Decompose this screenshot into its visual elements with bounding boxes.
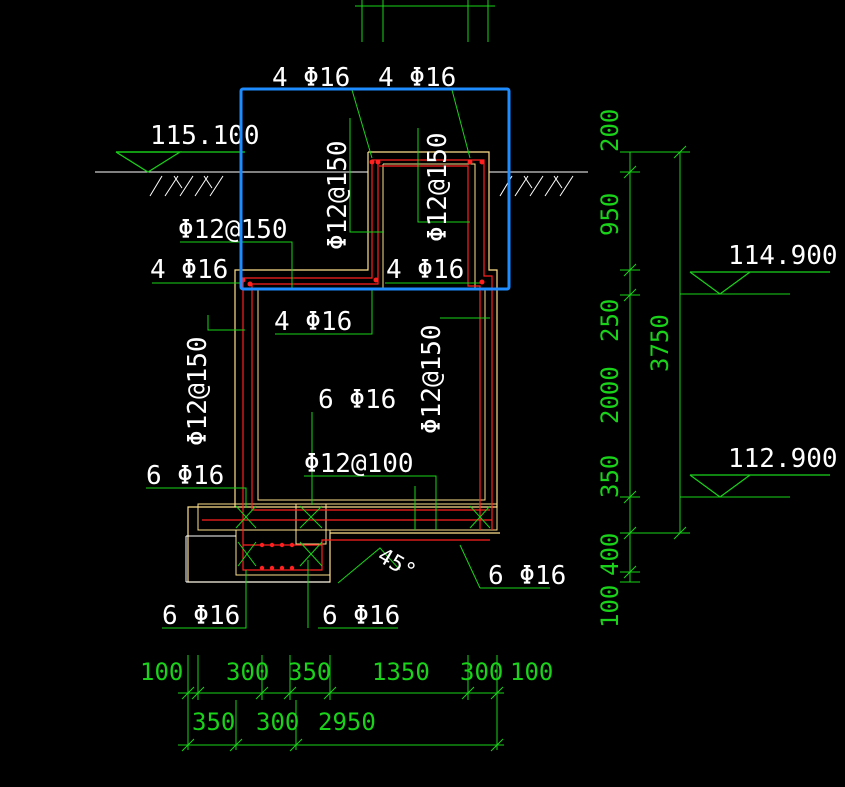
label-bottom-distribution: Φ12@100 — [304, 449, 414, 479]
label-outer-right-distribution: Φ12@150 — [417, 324, 447, 434]
elevation-mid-label: 114.900 — [728, 241, 838, 271]
rebar-node — [237, 541, 257, 567]
dim-right-4: 350 — [596, 455, 624, 498]
dim-bottom1-4: 300 — [460, 658, 503, 686]
dim-right-total: 3750 — [646, 314, 674, 372]
label-bottom-left-6phi16: 6 Φ16 — [146, 461, 224, 491]
dim-right-1: 950 — [596, 193, 624, 236]
rebar-node — [299, 505, 323, 529]
concrete-outline — [185, 151, 500, 583]
elevation-marker-mid: 114.900 — [680, 241, 838, 295]
label-bottom-right-6phi16: 6 Φ16 — [488, 561, 566, 591]
dim-bottom2-1: 300 — [256, 708, 299, 736]
elevation-marker-ground: 115.100 — [115, 121, 260, 173]
label-inner-wall-left-distribution: Φ12@150 — [323, 140, 353, 250]
rebar-node — [469, 505, 491, 529]
label-bottom-top-6phi16: 6 Φ16 — [318, 385, 396, 415]
label-step-left-4phi16: 4 Φ16 — [150, 255, 228, 285]
ground-hatch-right — [499, 175, 574, 197]
label-outer-left-distribution: Φ12@150 — [183, 336, 213, 446]
dimension-chain-right — [620, 145, 690, 583]
rebar-node — [299, 541, 323, 567]
label-bottom-center-6phi16: 6 Φ16 — [322, 601, 400, 631]
dim-bottom2-2: 2950 — [318, 708, 376, 736]
ground-hatch-left — [149, 175, 224, 197]
label-step-distribution: Φ12@150 — [178, 215, 288, 245]
label-step-under-4phi16: 4 Φ16 — [274, 307, 352, 337]
dim-bottom1-1: 300 — [226, 658, 269, 686]
dim-bottom2-0: 350 — [192, 708, 235, 736]
dim-bottom1-2: 350 — [288, 658, 331, 686]
rebar-node — [235, 505, 257, 529]
dim-right-6: 100 — [596, 585, 624, 628]
rebar-nodes — [235, 505, 491, 567]
dim-bottom1-0: 100 — [140, 658, 183, 686]
dim-right-0: 200 — [596, 109, 624, 152]
top-stub-lines — [355, 0, 495, 42]
label-angle: 45° — [373, 544, 420, 586]
label-step-right-4phi16: 4 Φ16 — [386, 255, 464, 285]
label-inner-wall-right-distribution: Φ12@150 — [423, 132, 453, 242]
elevation-ground-label: 115.100 — [150, 121, 260, 151]
elevation-marker-bottom: 112.900 — [680, 444, 838, 498]
elevation-bottom-label: 112.900 — [728, 444, 838, 474]
dim-right-5: 400 — [596, 533, 624, 576]
label-bottom-left-corner-6phi16: 6 Φ16 — [162, 601, 240, 631]
dim-right-2: 250 — [596, 299, 624, 342]
rebar-dots — [240, 159, 485, 571]
dimension-chain-bottom — [178, 655, 504, 752]
selection-box[interactable] — [239, 87, 511, 291]
dim-bottom1-3: 1350 — [372, 658, 430, 686]
dim-bottom1-5: 100 — [510, 658, 553, 686]
dim-right-3: 2000 — [596, 366, 624, 424]
